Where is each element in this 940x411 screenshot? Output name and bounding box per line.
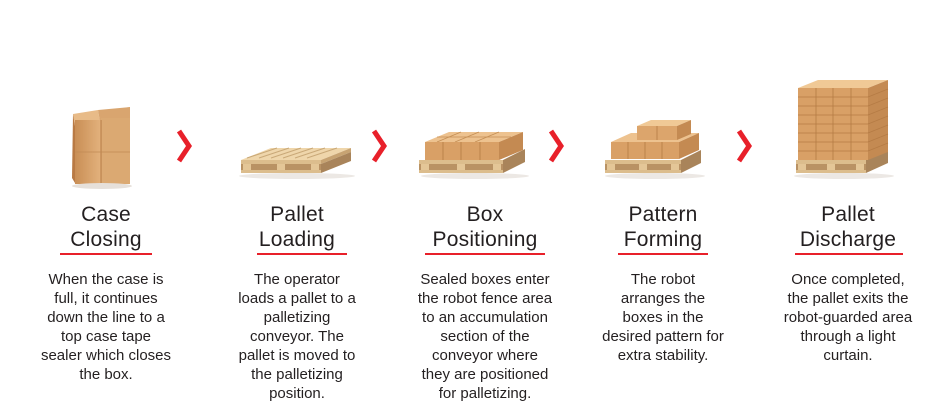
step-title-line: Positioning: [432, 228, 538, 251]
step-title-line: Box: [466, 203, 504, 226]
step-title-line: Pattern: [628, 203, 698, 226]
title-underline: [618, 253, 708, 255]
step-description-line: top case tape: [60, 328, 152, 345]
step-description-line: robot-guarded area: [783, 309, 913, 326]
chevron-right-icon: [371, 129, 387, 163]
step-description: Sealed boxes enter the robot fence area …: [397, 270, 573, 403]
step-title-line: Closing: [70, 228, 142, 251]
step-title: Box Positioning: [397, 202, 573, 252]
chevron-right-icon: [548, 129, 564, 163]
step-title-line: Discharge: [799, 228, 897, 251]
step-pallet-discharge: Pallet Discharge Once completed, the pal…: [760, 0, 936, 411]
step-case-closing: Case Closing When the case is full, it c…: [18, 0, 194, 411]
step-description: The robot arranges the boxes in the desi…: [575, 270, 751, 365]
step-description-line: the box.: [79, 366, 133, 383]
step-description-line: The operator: [254, 271, 340, 288]
step-description-line: down the line to a: [47, 309, 165, 326]
chevron-right-icon: [176, 129, 192, 163]
step-description-line: palletizing: [263, 309, 331, 326]
step-title-line: Case: [81, 203, 131, 226]
step-pallet-loading: Pallet Loading The operator loads a pall…: [209, 0, 385, 411]
title-underline: [60, 253, 152, 255]
step-description-line: loads a pallet to a: [238, 290, 356, 307]
step-description-line: pallet is moved to: [238, 347, 356, 364]
step-description-line: curtain.: [823, 347, 873, 364]
pallet-with-stacked-boxes-illustration: [605, 120, 705, 179]
step-description-line: The robot: [630, 271, 696, 288]
step-description: Once completed, the pallet exits the rob…: [760, 270, 936, 365]
step-description-line: section of the: [440, 328, 530, 345]
pallet-with-boxes-layer-illustration: [419, 131, 529, 179]
step-description-line: Once completed,: [791, 271, 905, 288]
title-underline: [425, 253, 545, 255]
step-description-line: conveyor. The: [250, 328, 344, 345]
step-box-positioning: Box Positioning Sealed boxes enter the r…: [397, 0, 573, 411]
title-underline: [257, 253, 347, 255]
step-description-line: the robot fence area: [417, 290, 553, 307]
step-description-line: to an accumulation: [422, 309, 548, 326]
step-title: Pallet Discharge: [760, 202, 936, 252]
step-description-line: the pallet exits the: [787, 290, 909, 307]
step-description-line: boxes in the: [622, 309, 704, 326]
step-description-line: sealer which closes: [40, 347, 172, 364]
step-description-line: full, it continues: [54, 290, 158, 307]
step-description-line: they are positioned: [421, 366, 549, 383]
fully-loaded-pallet-illustration: [794, 80, 894, 179]
step-description-line: When the case is: [48, 271, 164, 288]
step-description: The operator loads a pallet to a palleti…: [209, 270, 385, 403]
step-description-line: through a light: [800, 328, 896, 345]
empty-pallet-illustration: [239, 147, 355, 179]
step-title: Case Closing: [18, 202, 194, 252]
title-underline: [795, 253, 903, 255]
step-description-line: Sealed boxes enter: [420, 271, 550, 288]
step-description-line: the palletizing: [251, 366, 343, 383]
step-title: Pattern Forming: [575, 202, 751, 252]
step-description-line: arranges the: [620, 290, 706, 307]
step-title-line: Forming: [623, 228, 703, 251]
step-description: When the case is full, it continues down…: [18, 270, 194, 384]
step-description-line: desired pattern for: [602, 328, 724, 345]
step-title-line: Pallet: [270, 203, 324, 226]
step-title-line: Pallet: [821, 203, 875, 226]
step-pattern-forming: Pattern Forming The robot arranges the b…: [575, 0, 751, 411]
step-title-line: Loading: [258, 228, 336, 251]
open-cardboard-box-illustration: [72, 107, 132, 189]
step-description-line: extra stability.: [617, 347, 709, 364]
step-description-line: for palletizing.: [438, 385, 532, 402]
step-description-line: position.: [269, 385, 325, 402]
step-description-line: conveyor where: [432, 347, 538, 364]
step-title: Pallet Loading: [209, 202, 385, 252]
chevron-right-icon: [736, 129, 752, 163]
